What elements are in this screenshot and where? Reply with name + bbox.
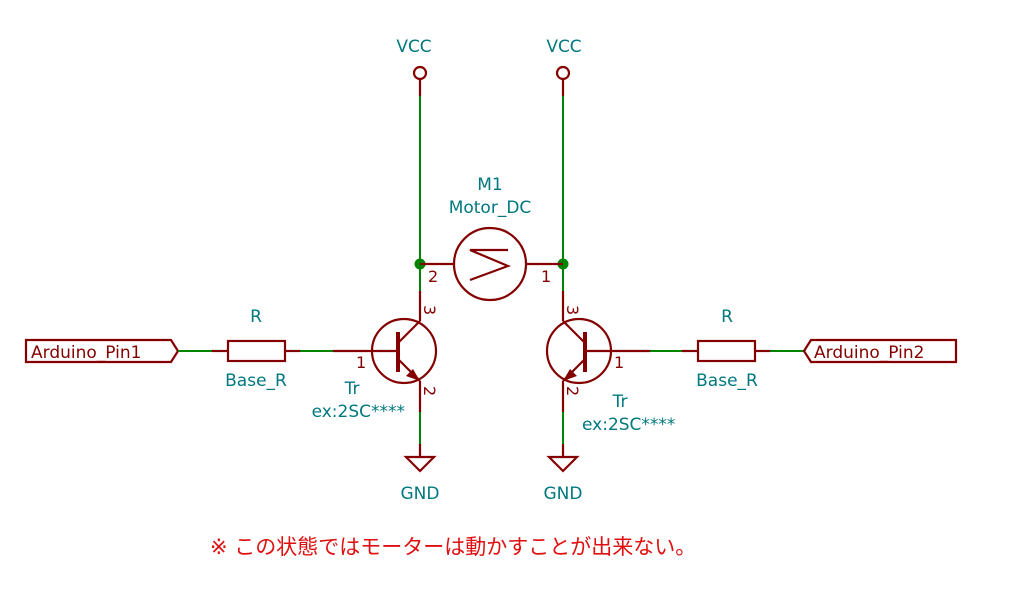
transistor-left[interactable]: 1 3 2 Tr ex:2SC**** <box>312 291 439 422</box>
vcc-label-left: VCC <box>396 37 431 57</box>
resistor-left-body <box>226 339 287 363</box>
global-label-left-text: Arduino_Pin1 <box>31 343 141 363</box>
gnd-symbol-left[interactable]: GND <box>401 444 440 504</box>
transistor-left-arrow-icon <box>406 369 420 381</box>
motor-reference: M1 <box>477 175 502 195</box>
global-label-left-outline <box>24 338 180 364</box>
motor-m1[interactable]: M1 Motor_DC 2 1 <box>420 175 563 302</box>
gnd-label-left: GND <box>401 484 440 504</box>
transistor-right-pin-emitter: 2 <box>563 386 582 396</box>
global-label-arduino-pin1[interactable]: Arduino_Pin1 <box>24 338 180 364</box>
global-label-arduino-pin2[interactable]: Arduino_Pin2 <box>802 338 958 364</box>
vcc-label-right: VCC <box>546 37 581 57</box>
global-label-right-text: Arduino_Pin2 <box>814 343 924 363</box>
transistor-right-value: ex:2SC**** <box>582 415 675 435</box>
resistor-right[interactable]: R Base_R <box>682 307 770 391</box>
resistor-right-value: Base_R <box>696 371 758 391</box>
motor-value: Motor_DC <box>449 198 532 218</box>
resistor-right-reference: R <box>721 307 733 327</box>
motor-pin-left: 2 <box>428 267 438 286</box>
transistor-left-value: ex:2SC**** <box>312 402 405 422</box>
motor-winding-icon <box>469 248 511 282</box>
transistor-right-collector <box>562 320 586 344</box>
vcc-symbol-left[interactable]: VCC <box>396 37 432 96</box>
transistor-left-pin-collector: 3 <box>420 305 439 315</box>
transistor-left-pin-emitter: 2 <box>420 386 439 396</box>
transistor-right[interactable]: 1 3 2 Tr ex:2SC**** <box>545 291 675 435</box>
vcc-terminal-right <box>555 65 571 81</box>
gnd-label-right: GND <box>544 484 583 504</box>
transistor-left-body <box>370 317 438 385</box>
vcc-symbol-right[interactable]: VCC <box>546 37 582 96</box>
vcc-terminal-left <box>412 65 428 81</box>
transistor-left-reference: Tr <box>344 379 360 399</box>
resistor-right-body <box>696 339 757 363</box>
gnd-triangle-left-icon <box>403 455 437 473</box>
resistor-left-reference: R <box>250 307 262 327</box>
resistor-left[interactable]: R Base_R <box>212 307 300 391</box>
transistor-right-arrow-icon <box>563 369 577 381</box>
transistor-right-reference: Tr <box>612 392 628 412</box>
resistor-left-value: Base_R <box>225 371 287 391</box>
transistor-right-pin-base: 1 <box>614 353 624 372</box>
note-text: ※ この状態ではモーターは動かすことが出来ない。 <box>210 535 696 559</box>
transistor-left-pin-base: 1 <box>356 353 366 372</box>
transistor-right-body <box>545 317 613 385</box>
motor-pin-right: 1 <box>541 267 551 286</box>
motor-body <box>452 226 528 302</box>
transistor-left-collector <box>397 320 421 344</box>
transistor-right-pin-collector: 3 <box>563 305 582 315</box>
gnd-triangle-right-icon <box>546 455 580 473</box>
gnd-symbol-right[interactable]: GND <box>544 444 583 504</box>
global-label-right-outline <box>802 338 958 364</box>
